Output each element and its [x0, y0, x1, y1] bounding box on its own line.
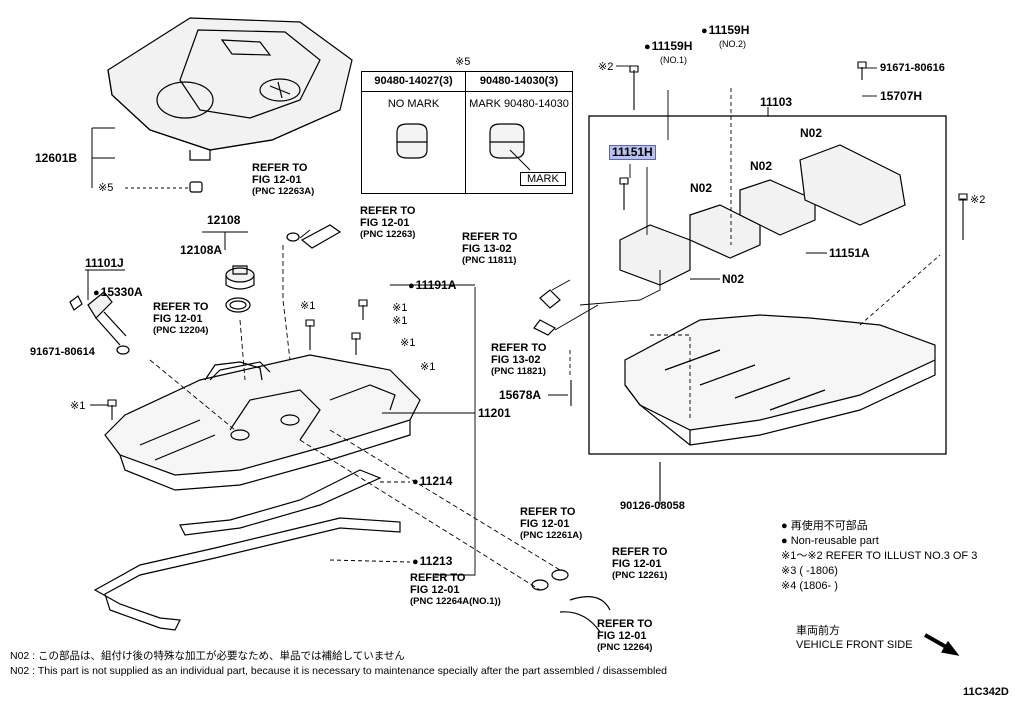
grommet-no-mark-icon	[396, 123, 428, 159]
vehicle-front-en: VEHICLE FRONT SIDE	[796, 639, 913, 651]
stud-label: 11191A	[408, 279, 457, 293]
filler-gasket-icon	[225, 297, 251, 313]
bolt-ref-c: ※1	[392, 315, 408, 327]
camshaft-housing-label: 11103	[760, 95, 793, 109]
oil-filler-cap-label: 12108	[207, 213, 241, 227]
diagram-code: 11C342D	[963, 686, 1009, 698]
bearing-cap-3-label: N02	[800, 126, 823, 140]
bolt-ref-f: ※1	[70, 400, 86, 412]
plug-gasket-label: 11213	[412, 555, 453, 569]
head-cover-gasket-illustration	[93, 469, 401, 631]
legend-line-4: ※3 ( -1806)	[781, 565, 838, 577]
grommet-marked-icon	[489, 123, 531, 171]
hose-clamp-icons	[286, 224, 611, 633]
bolt-ref-b: ※1	[392, 302, 408, 314]
head-cover-label: 11201	[478, 406, 511, 420]
vvt-valve-illustration	[69, 291, 130, 355]
front-arrow-icon	[924, 633, 949, 650]
head-gasket-label: 11214	[412, 475, 453, 489]
mark-box: MARK	[520, 172, 566, 186]
footnotes: N02 : この部品は、組付け後の特殊な加工が必要なため、単品では補給していませ…	[10, 649, 667, 679]
bolt-ref-e: ※1	[420, 361, 436, 373]
table-col1-header: 90480-14027(3)	[374, 75, 453, 87]
bearing-cap-1-label: N02	[690, 181, 713, 195]
legend-line-1: ● 再使用不可部品	[781, 520, 868, 532]
bolt-ref-2-right: ※2	[970, 194, 986, 206]
bolt-ref-a: ※1	[300, 300, 316, 312]
oil-filler-cap-illustration	[225, 265, 255, 290]
bearing-cap-highlight-label[interactable]: 11151H	[609, 145, 656, 160]
engine-cover-illustration	[107, 17, 353, 161]
note-jp: N02 : この部品は、組付け後の特殊な加工が必要なため、単品では補給していませ…	[10, 650, 405, 662]
filler-gasket-label: 12108A	[180, 243, 223, 257]
note-en: N02 : This part is not supplied as an in…	[10, 665, 667, 677]
table-col2-text: MARK 90480-14030	[469, 98, 569, 110]
camshaft-housing-illustration	[624, 314, 936, 446]
bearing-cap-4-label: N02	[722, 272, 745, 286]
stud-no2-sub: (NO.2)	[719, 39, 746, 49]
grommet-ref-label: ※5	[98, 182, 114, 194]
legend-line-3: ※1～※2 REFER TO ILLUST NO.3 OF 3	[781, 550, 978, 562]
vehicle-front-label: 車両前方 VEHICLE FRONT SIDE	[796, 624, 913, 652]
vehicle-front-jp: 車両前方	[796, 625, 840, 637]
dowel-label: 15678A	[499, 388, 542, 402]
bracket-bolt-label: 91671-80616	[880, 62, 945, 74]
stud-bolt-label: 90126-08058	[620, 500, 685, 512]
legend-line-2: ● Non-reusable part	[781, 535, 879, 547]
table-col2-header: 90480-14030(3)	[479, 75, 559, 87]
stud-no1-label: 11159H	[644, 40, 693, 54]
pin-label: 11151A	[829, 246, 870, 260]
table-col1-text: NO MARK	[387, 98, 440, 110]
bolt-ref-d: ※1	[400, 337, 416, 349]
table-title: ※5	[455, 56, 471, 68]
bolt-ref-2-left: ※2	[598, 61, 614, 73]
legend: ● 再使用不可部品 ● Non-reusable part ※1～※2 REFE…	[781, 519, 977, 594]
bracket-label: 15707H	[880, 89, 923, 103]
cylinder-head-cover-illustration	[104, 354, 421, 491]
vvt-valve-label: 15330A	[93, 286, 143, 300]
grommet-table: 90480-14027(3) 90480-14030(3) NO MARK MA…	[361, 71, 573, 194]
stud-no1-sub: (NO.1)	[660, 55, 687, 65]
bearing-cap-illustrations	[619, 144, 906, 286]
legend-line-5: ※4 (1806- )	[781, 580, 838, 592]
engine-cover-label: 12601B	[35, 151, 78, 165]
vvt-bolt-label: 91671-80614	[30, 346, 95, 358]
bearing-cap-2-label: N02	[750, 159, 773, 173]
stud-no2-label: 11159H	[701, 24, 750, 38]
grommet-icon	[189, 181, 203, 193]
oil-filler-pipe-label: 11101J	[85, 256, 124, 270]
